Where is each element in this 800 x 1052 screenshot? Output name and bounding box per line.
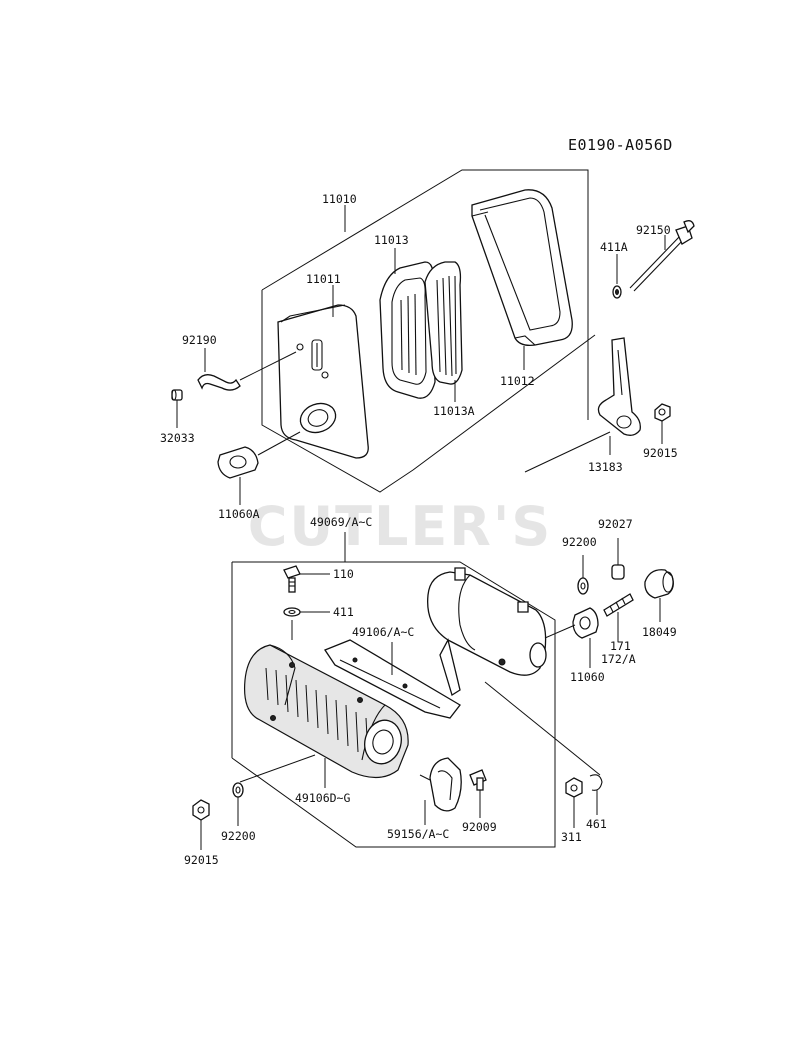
- label-92027: 92027: [598, 517, 633, 531]
- part-92150-bolt: [629, 220, 695, 292]
- label-11011: 11011: [306, 272, 341, 286]
- part-171-stud: [603, 593, 634, 617]
- part-92015-nut-upper: [654, 403, 671, 422]
- leader-hose-to-case: [239, 351, 297, 381]
- label-49106D: 49106D~G: [295, 791, 350, 805]
- label-411A: 411A: [600, 240, 628, 254]
- label-13183: 13183: [588, 460, 623, 474]
- part-11013A-element: [424, 261, 463, 385]
- label-110: 110: [333, 567, 354, 581]
- part-18049-cap: [644, 569, 674, 599]
- label-92015-upper: 92015: [643, 446, 678, 460]
- part-461-clip: [589, 774, 603, 791]
- assembly-outline-49069: [231, 561, 556, 848]
- part-92027-cap: [611, 564, 625, 580]
- part-411A-washer: [612, 285, 622, 299]
- label-411: 411: [333, 605, 354, 619]
- label-92150: 92150: [636, 223, 671, 237]
- label-11012: 11012: [500, 374, 535, 388]
- label-11060A: 11060A: [218, 507, 260, 521]
- label-92015-lower: 92015: [184, 853, 219, 867]
- part-92015-nut-lower: [192, 799, 210, 821]
- label-171: 171: [610, 639, 631, 653]
- part-muffler-body: [427, 567, 547, 697]
- label-59156: 59156/A~C: [387, 827, 449, 841]
- leader-gasket-to-case: [257, 431, 301, 456]
- label-461: 461: [586, 817, 607, 831]
- label-92009: 92009: [462, 820, 497, 834]
- label-49069: 49069/A~C: [310, 515, 372, 529]
- part-49106D-cover: [243, 644, 409, 779]
- part-92200-washer-lower: [232, 782, 244, 798]
- part-411-washer: [283, 607, 301, 617]
- label-172: 172/A: [601, 652, 636, 666]
- part-11012-cover: [471, 189, 573, 346]
- diagram-code: E0190-A056D: [568, 136, 673, 154]
- label-11010: 11010: [322, 192, 357, 206]
- label-92190: 92190: [182, 333, 217, 347]
- label-11013: 11013: [374, 233, 409, 247]
- label-11060: 11060: [570, 670, 605, 684]
- watermark-text: CUTLER'S: [248, 495, 553, 558]
- part-49106-shield: [324, 639, 461, 719]
- label-11013A: 11013A: [433, 404, 475, 418]
- leader-plate-link: [419, 774, 431, 781]
- part-59156-plate: [429, 757, 462, 812]
- label-92200-lower: 92200: [221, 829, 256, 843]
- part-11013-filter: [379, 261, 436, 399]
- part-311-nut: [565, 777, 583, 798]
- label-49106: 49106/A~C: [352, 625, 414, 639]
- leader-muffler-line: [484, 681, 601, 776]
- leader-bracket-line: [524, 431, 611, 473]
- label-311: 311: [561, 830, 582, 844]
- part-92190-hose: [197, 374, 241, 391]
- part-32033-pipe: [171, 389, 183, 401]
- label-18049: 18049: [642, 625, 677, 639]
- part-92009-screw: [469, 769, 487, 791]
- label-92200-upper: 92200: [562, 535, 597, 549]
- leader-gasket-to-muffler: [544, 624, 576, 639]
- part-11060A-gasket: [217, 446, 259, 479]
- part-13183-bracket: [597, 337, 641, 436]
- part-110-bolt: [283, 565, 301, 593]
- assembly-outline-11010: [261, 169, 596, 493]
- label-32033: 32033: [160, 431, 195, 445]
- part-11011-case: [277, 304, 369, 459]
- part-92200-washer-upper: [577, 577, 589, 595]
- part-11060-gasket: [572, 607, 599, 639]
- leader-cover-to-washer: [239, 754, 316, 783]
